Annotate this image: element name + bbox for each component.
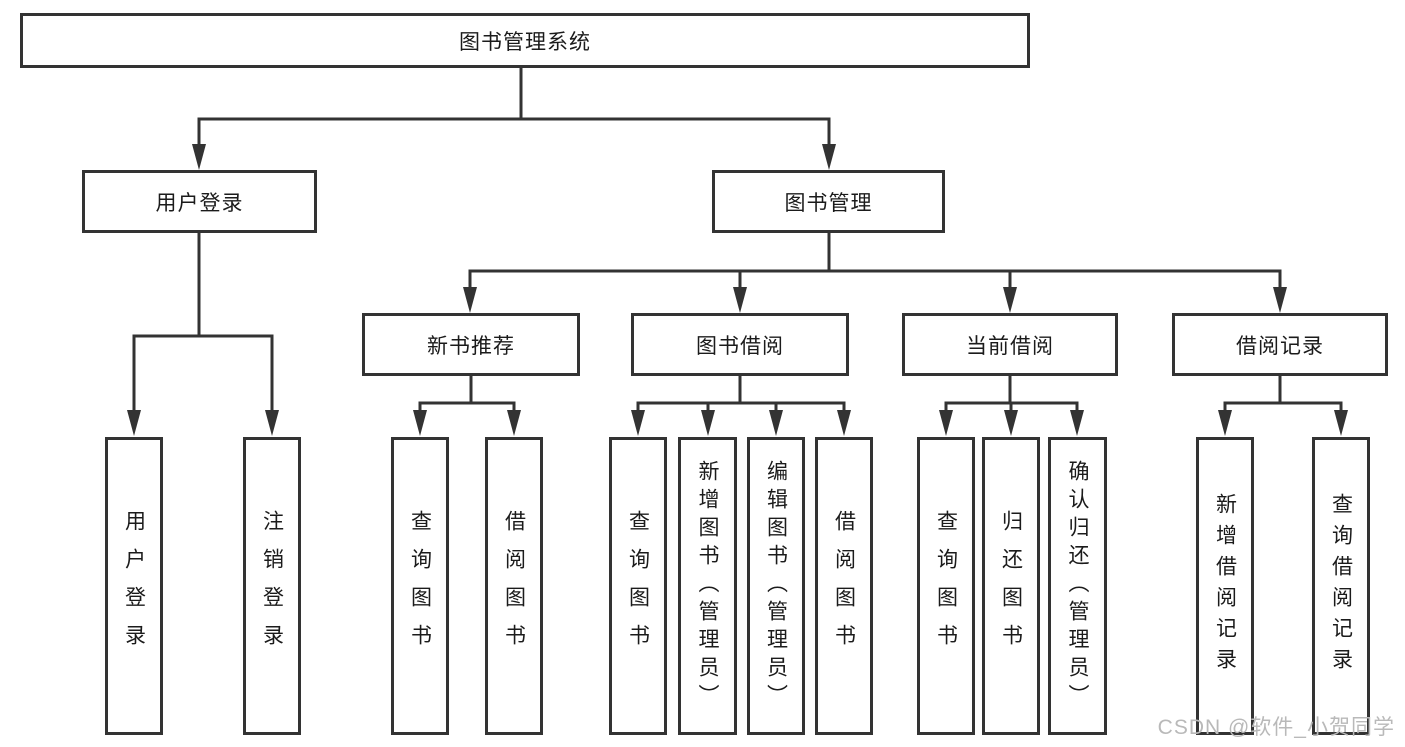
leaf-query-books-recommend: 查询图书 — [391, 437, 449, 735]
leaf-query-borrow-record: 查询借阅记录 — [1312, 437, 1370, 735]
leaf-query-books-borrowing: 查询图书 — [609, 437, 667, 735]
leaf-add-borrow-record: 新增借阅记录 — [1196, 437, 1254, 735]
leaf-label: 注销登录 — [260, 510, 284, 662]
leaf-return-books: 归还图书 — [982, 437, 1040, 735]
node-label: 图书管理系统 — [459, 30, 591, 54]
leaf-label: 用户登录 — [122, 510, 146, 662]
node-label: 当前借阅 — [966, 334, 1054, 358]
node-label: 图书管理 — [784, 191, 873, 215]
leaf-label: 新增借阅记录 — [1213, 493, 1237, 679]
node-label: 用户登录 — [155, 191, 244, 215]
leaf-label: 归还图书 — [999, 510, 1023, 662]
leaf-query-books-current: 查询图书 — [917, 437, 975, 735]
node-label: 图书借阅 — [696, 334, 784, 358]
node-label: 借阅记录 — [1236, 334, 1324, 358]
leaf-add-book-admin: 新增图书（管理员） — [678, 437, 737, 735]
node-new-book-recommend: 新书推荐 — [362, 313, 580, 376]
leaf-label: 查询图书 — [934, 510, 958, 662]
node-current-borrowing: 当前借阅 — [902, 313, 1118, 376]
node-borrowing-records: 借阅记录 — [1172, 313, 1388, 376]
leaf-label: 查询图书 — [626, 510, 650, 662]
leaf-label: 查询借阅记录 — [1329, 493, 1353, 679]
node-library-management-system: 图书管理系统 — [20, 13, 1030, 68]
leaf-confirm-return-admin: 确认归还（管理员） — [1048, 437, 1107, 735]
node-book-borrowing: 图书借阅 — [631, 313, 849, 376]
leaf-label: 借阅图书 — [502, 510, 526, 662]
leaf-label: 新增图书（管理员） — [696, 460, 719, 712]
node-book-management: 图书管理 — [712, 170, 945, 233]
leaf-borrow-books-recommend: 借阅图书 — [485, 437, 543, 735]
leaf-label: 借阅图书 — [832, 510, 856, 662]
leaf-label: 查询图书 — [408, 510, 432, 662]
node-label: 新书推荐 — [427, 334, 515, 358]
leaf-label: 编辑图书（管理员） — [764, 460, 788, 712]
leaf-logout-login: 注销登录 — [243, 437, 301, 735]
node-user-login: 用户登录 — [82, 170, 317, 233]
leaf-user-login: 用户登录 — [105, 437, 163, 735]
leaf-edit-book-admin: 编辑图书（管理员） — [747, 437, 805, 735]
csdn-watermark: CSDN @软件_小贺同学 — [1157, 716, 1395, 739]
leaf-borrow-books-borrowing: 借阅图书 — [815, 437, 873, 735]
leaf-label: 确认归还（管理员） — [1066, 460, 1089, 712]
